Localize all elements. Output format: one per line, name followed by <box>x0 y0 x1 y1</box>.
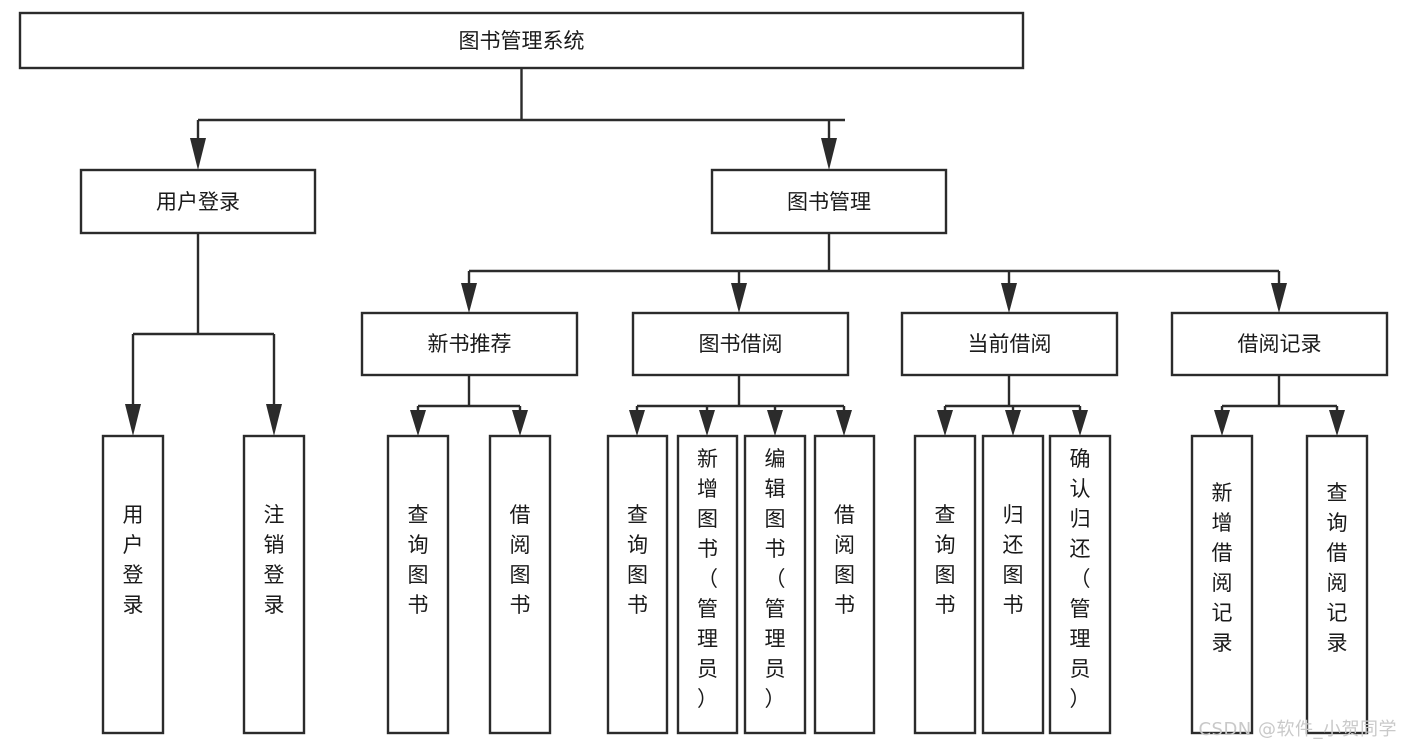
csdn-watermark: CSDN @软件_小贺同学 <box>1198 719 1397 740</box>
arrow-head-borrow-record <box>1271 283 1287 313</box>
leaf-node-bb-query-book[interactable]: 查询图书 <box>606 434 669 735</box>
arrow-head-leaf-user-login <box>125 404 141 436</box>
node-borrow-record[interactable]: 借阅记录 <box>1170 311 1389 377</box>
arrow-head-book-borrow <box>731 283 747 313</box>
connector-group-borrow-record <box>1214 375 1345 436</box>
leaf-node-bb-edit-book-label: 编辑图书（管理员） <box>765 447 786 711</box>
leaf-node-cb-return-book-box[interactable] <box>981 434 1045 735</box>
arrow-head-current-borrow <box>1001 283 1017 313</box>
arrow-head-new-book-recommend <box>461 283 477 313</box>
leaf-node-bb-borrow-book[interactable]: 借阅图书 <box>813 434 876 735</box>
leaf-node-cb-query-book-box[interactable] <box>913 434 977 735</box>
leaf-node-user-login-login-box[interactable] <box>101 434 165 735</box>
node-book-management[interactable]: 图书管理 <box>710 168 948 235</box>
connector-group-book-mgmt <box>461 233 1287 313</box>
leaf-node-nbr-query-book-label: 查询图书 <box>408 503 429 617</box>
leaf-node-br-add-record-box[interactable] <box>1190 434 1254 735</box>
arrow-head-leaf-br-add <box>1214 410 1230 436</box>
arrow-head-leaf-nbr-borrow <box>512 410 528 436</box>
leaf-node-br-add-record[interactable]: 新增借阅记录 <box>1190 434 1254 735</box>
leaf-node-cb-confirm-return-label: 确认归还（管理员） <box>1070 447 1091 711</box>
leaf-node-bb-query-book-box[interactable] <box>606 434 669 735</box>
arrow-head-leaf-bb-borrow <box>836 410 852 436</box>
node-user-login[interactable]: 用户登录 <box>79 168 317 235</box>
node-new-book-recommend-label: 新书推荐 <box>428 332 512 356</box>
arrow-head-leaf-cb-query <box>937 410 953 436</box>
node-new-book-recommend-box[interactable] <box>360 311 579 377</box>
arrow-head-leaf-bb-edit <box>767 410 783 436</box>
connector-group-new-book-recommend <box>410 375 528 436</box>
leaf-node-br-query-record[interactable]: 查询借阅记录 <box>1305 434 1369 735</box>
arrow-head-leaf-logout <box>266 404 282 436</box>
leaf-node-user-login-logout-box[interactable] <box>242 434 306 735</box>
node-user-login-label: 用户登录 <box>156 190 240 214</box>
arrow-head-leaf-cb-return <box>1005 410 1021 436</box>
node-book-management-box[interactable] <box>710 168 948 235</box>
connector-group-book-borrow <box>629 375 852 436</box>
node-root-system-label: 图书管理系统 <box>459 29 585 53</box>
leaf-node-cb-confirm-return[interactable]: 确认归还（管理员） <box>1048 434 1112 735</box>
node-book-borrow-box[interactable] <box>631 311 850 377</box>
connector-group-root <box>190 68 845 170</box>
arrow-head-book-mgmt <box>821 138 837 170</box>
leaf-node-user-login-logout-label: 注销登录 <box>264 503 285 617</box>
leaf-node-user-login-login[interactable]: 用户登录 <box>101 434 165 735</box>
arrow-head-leaf-cb-confirm <box>1072 410 1088 436</box>
node-current-borrow[interactable]: 当前借阅 <box>900 311 1119 377</box>
leaf-node-bb-add-book[interactable]: 新增图书（管理员） <box>676 434 739 735</box>
node-book-borrow-label: 图书借阅 <box>699 332 783 356</box>
node-current-borrow-label: 当前借阅 <box>968 332 1052 356</box>
leaf-node-cb-return-book[interactable]: 归还图书 <box>981 434 1045 735</box>
leaf-node-bb-borrow-book-box[interactable] <box>813 434 876 735</box>
leaf-node-bb-edit-book[interactable]: 编辑图书（管理员） <box>743 434 807 735</box>
node-user-login-box[interactable] <box>79 168 317 235</box>
connector-group-user-login <box>125 233 282 436</box>
leaf-node-bb-add-book-label: 新增图书（管理员） <box>697 447 718 711</box>
arrow-head-leaf-bb-query <box>629 410 645 436</box>
leaf-node-nbr-borrow-book-label: 借阅图书 <box>510 503 531 617</box>
leaf-node-user-login-login-label: 用户登录 <box>123 503 144 617</box>
node-root-system[interactable]: 图书管理系统 <box>18 11 1025 70</box>
arrow-head-leaf-bb-add <box>699 410 715 436</box>
node-root-system-box[interactable] <box>18 11 1025 70</box>
node-book-management-label: 图书管理 <box>787 190 871 214</box>
leaf-node-cb-return-book-label: 归还图书 <box>1003 503 1024 617</box>
leaf-node-nbr-query-book[interactable]: 查询图书 <box>386 434 450 735</box>
leaf-node-nbr-borrow-book-box[interactable] <box>488 434 552 735</box>
connector-group-current-borrow <box>937 375 1088 436</box>
leaf-node-br-query-record-box[interactable] <box>1305 434 1369 735</box>
leaf-node-bb-edit-book-box[interactable] <box>743 434 807 735</box>
leaf-node-br-query-record-label: 查询借阅记录 <box>1327 481 1348 655</box>
node-borrow-record-label: 借阅记录 <box>1238 332 1322 356</box>
leaf-node-nbr-borrow-book[interactable]: 借阅图书 <box>488 434 552 735</box>
arrow-head-leaf-br-query <box>1329 410 1345 436</box>
leaf-node-bb-add-book-box[interactable] <box>676 434 739 735</box>
leaf-node-cb-confirm-return-box[interactable] <box>1048 434 1112 735</box>
leaf-node-nbr-query-book-box[interactable] <box>386 434 450 735</box>
node-book-borrow[interactable]: 图书借阅 <box>631 311 850 377</box>
node-current-borrow-box[interactable] <box>900 311 1119 377</box>
node-new-book-recommend[interactable]: 新书推荐 <box>360 311 579 377</box>
node-borrow-record-box[interactable] <box>1170 311 1389 377</box>
leaf-node-user-login-logout[interactable]: 注销登录 <box>242 434 306 735</box>
leaf-node-cb-query-book[interactable]: 查询图书 <box>913 434 977 735</box>
leaf-node-br-add-record-label: 新增借阅记录 <box>1212 481 1233 655</box>
leaf-node-bb-query-book-label: 查询图书 <box>627 503 648 617</box>
arrow-head-user-login <box>190 138 206 170</box>
leaf-node-bb-borrow-book-label: 借阅图书 <box>834 503 855 617</box>
arrow-head-leaf-nbr-query <box>410 410 426 436</box>
leaf-node-cb-query-book-label: 查询图书 <box>935 503 956 617</box>
